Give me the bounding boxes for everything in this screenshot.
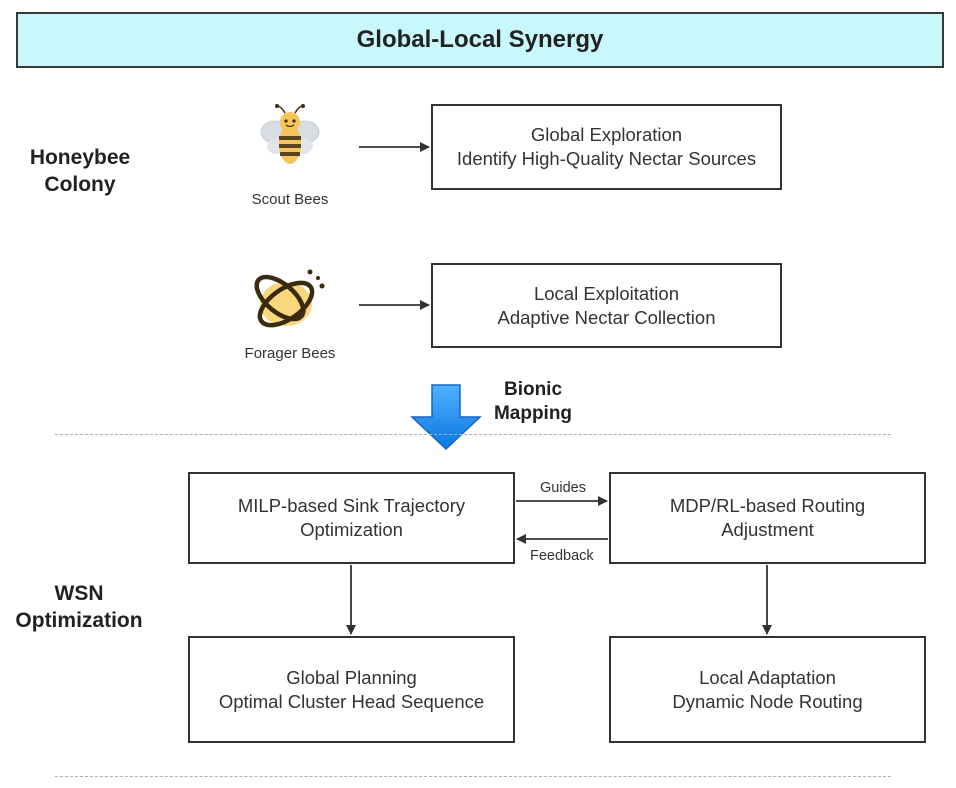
milp-line2: Optimization [300,519,403,540]
scout-bees-caption: Scout Bees [251,191,329,208]
global-exploration-box: Global Exploration Identify High-Quality… [431,104,782,190]
guides-label: Guides [540,480,586,496]
bionic-mapping-line2: Mapping [493,403,573,424]
milp-box: MILP-based Sink Trajectory Optimization [188,472,515,564]
honeybee-label-line1: Honeybee [29,146,131,169]
honeybee-colony-label: Honeybee Colony [20,144,140,198]
mdp-line2: Adjustment [721,519,814,540]
bionic-mapping-line1: Bionic [503,379,563,400]
feedback-label: Feedback [530,548,594,564]
diagram-title: Global-Local Synergy [16,12,944,68]
upper-divider [55,434,891,435]
forager-bees-caption: Forager Bees [244,345,336,362]
down-arrow-icon [410,384,482,451]
local-adaptation-line1: Local Adaptation [699,666,836,688]
global-planning-line1: Global Planning [286,666,417,688]
local-adaptation-box: Local Adaptation Dynamic Node Routing [609,636,926,743]
wsn-optimization-label: WSN Optimization [4,580,154,634]
wsn-label-line1: WSN [54,582,104,605]
global-planning-box: Global Planning Optimal Cluster Head Seq… [188,636,515,743]
bionic-mapping-label: Bionic Mapping [488,378,578,426]
mdp-line1: MDP/RL-based Routing [669,495,866,516]
lower-divider [55,776,891,777]
bee-icon [260,104,320,164]
mdp-box: MDP/RL-based Routing Adjustment [609,472,926,564]
wsn-label-line2: Optimization [15,609,143,632]
forager-bee-icon [254,269,325,328]
global-planning-line2: Optimal Cluster Head Sequence [218,690,485,712]
local-exploitation-line1: Local Exploitation [533,282,679,304]
milp-line1: MILP-based Sink Trajectory [237,495,466,516]
local-exploitation-box: Local Exploitation Adaptive Nectar Colle… [431,263,782,348]
local-exploitation-line2: Adaptive Nectar Collection [497,306,716,328]
global-exploration-line1: Global Exploration [530,124,683,145]
local-adaptation-line2: Dynamic Node Routing [672,690,863,712]
global-exploration-line2: Identify High-Quality Nectar Sources [456,148,757,169]
honeybee-label-line2: Colony [44,173,116,196]
